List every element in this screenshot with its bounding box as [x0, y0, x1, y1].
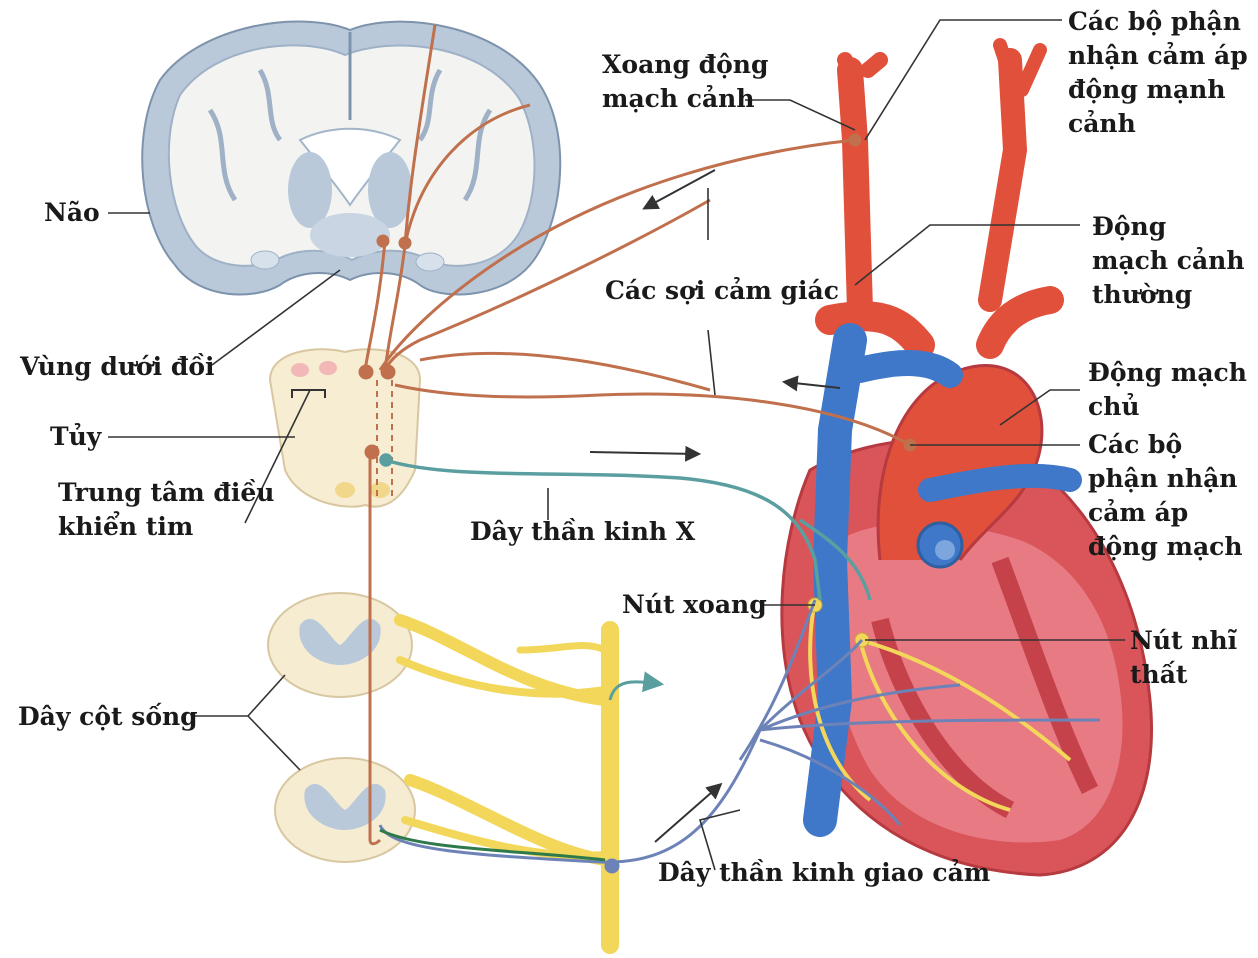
label-line: cảnh	[1068, 107, 1248, 141]
label-line: động mạnh	[1068, 73, 1248, 107]
label-bo-phan-canh: Các bộ phận nhận cảm áp động mạnh cảnh	[1068, 5, 1248, 141]
label-dm-canh: Động mạch cảnh thường	[1092, 210, 1245, 312]
label-line: thường	[1092, 278, 1245, 312]
brain-section-icon	[142, 22, 560, 295]
label-line: Tủy	[50, 420, 101, 454]
label-nao: Não	[44, 196, 100, 230]
arrow-icon	[590, 452, 698, 454]
label-line: Vùng dưới đồi	[20, 350, 215, 384]
sympathetic-chain-icon	[400, 620, 610, 945]
label-line: Xoang động	[602, 48, 768, 82]
label-line: Các bộ phận	[1068, 5, 1248, 39]
label-line: cảm áp	[1088, 496, 1243, 530]
label-line: mạch cảnh	[602, 82, 768, 116]
label-line: nhận cảm áp	[1068, 39, 1248, 73]
label-vung-duoi-doi: Vùng dưới đồi	[20, 350, 215, 384]
label-bo-phan-dm: Các bộ phận nhận cảm áp động mạch	[1088, 428, 1243, 564]
label-line: Động mạch	[1088, 356, 1247, 390]
label-dm-chu: Động mạch chủ	[1088, 356, 1247, 424]
label-line: Nút nhĩ	[1130, 624, 1237, 658]
label-line: Não	[44, 196, 100, 230]
label-line: Nút xoang	[622, 588, 767, 622]
label-day-cot-song: Dây cột sống	[18, 700, 198, 734]
label-line: thất	[1130, 658, 1237, 692]
label-nut-nhi: Nút nhĩ thất	[1130, 624, 1237, 692]
label-xoang: Xoang động mạch cảnh	[602, 48, 768, 116]
label-cac-soi: Các sợi cảm giác	[605, 274, 839, 308]
label-trung-tam: Trung tâm điều khiển tim	[58, 476, 274, 544]
label-line: Các bộ	[1088, 428, 1243, 462]
medulla-icon	[270, 349, 420, 506]
spinal-segment-lower-icon	[275, 758, 415, 862]
label-line: Các sợi cảm giác	[605, 274, 839, 308]
label-line: động mạch	[1088, 530, 1243, 564]
label-line: Động	[1092, 210, 1245, 244]
label-tuy: Tủy	[50, 420, 101, 454]
label-line: Trung tâm điều	[58, 476, 274, 510]
label-day-x: Dây thần kinh X	[470, 515, 695, 549]
label-giao-cam: Dây thần kinh giao cảm	[658, 856, 990, 890]
spinal-segment-upper-icon	[268, 593, 412, 697]
label-line: chủ	[1088, 390, 1247, 424]
label-line: Dây thần kinh X	[470, 515, 695, 549]
label-line: phận nhận	[1088, 462, 1243, 496]
label-line: Dây thần kinh giao cảm	[658, 856, 990, 890]
label-nut-xoang: Nút xoang	[622, 588, 767, 622]
label-line: mạch cảnh	[1092, 244, 1245, 278]
label-line: Dây cột sống	[18, 700, 198, 734]
label-line: khiển tim	[58, 510, 274, 544]
